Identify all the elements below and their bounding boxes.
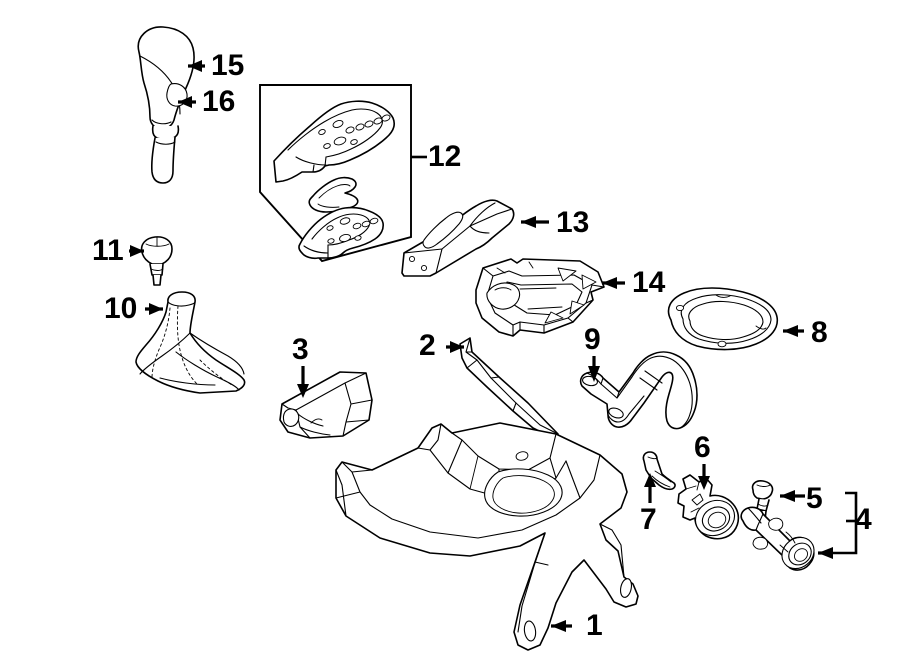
leader-8 bbox=[783, 325, 804, 337]
leader-6 bbox=[698, 464, 710, 490]
leader-16 bbox=[178, 96, 196, 108]
part-shift-indicator-panel-lower bbox=[298, 206, 384, 260]
leader-4-bracket bbox=[818, 491, 858, 559]
panel-group-box bbox=[259, 84, 412, 263]
part-shift-knob-automatic bbox=[137, 26, 195, 130]
callout-15: 15 bbox=[211, 49, 244, 82]
callout-14: 14 bbox=[632, 266, 666, 299]
part-retainer-clip bbox=[642, 451, 676, 491]
part-shift-indicator-panel-upper bbox=[273, 100, 395, 183]
callout-7: 7 bbox=[640, 503, 657, 536]
part-center-console-body bbox=[335, 422, 639, 651]
leader-15 bbox=[188, 60, 205, 72]
part-lighter-element bbox=[751, 480, 774, 521]
part-console-side-panel bbox=[401, 199, 515, 277]
callout-5: 5 bbox=[806, 482, 823, 515]
callout-6: 6 bbox=[694, 431, 711, 464]
callout-11: 11 bbox=[92, 234, 124, 267]
callout-9: 9 bbox=[584, 323, 601, 356]
part-shift-lever-boot bbox=[135, 291, 246, 394]
callout-1: 1 bbox=[586, 609, 603, 642]
part-shift-knob-manual bbox=[140, 236, 173, 286]
leader-13 bbox=[521, 216, 549, 228]
callout-10: 10 bbox=[104, 292, 137, 325]
callout-8: 8 bbox=[811, 316, 828, 349]
leader-1 bbox=[551, 620, 572, 632]
part-console-bracket-u bbox=[579, 351, 698, 430]
part-shift-gate-gasket bbox=[308, 176, 359, 213]
leader-10 bbox=[145, 303, 163, 315]
callout-3: 3 bbox=[292, 333, 309, 366]
part-shift-boot-bezel-gasket bbox=[667, 287, 779, 351]
leader-11 bbox=[129, 245, 144, 257]
callout-2: 2 bbox=[419, 329, 436, 362]
part-shift-knob-collar bbox=[150, 125, 180, 184]
leader-9 bbox=[588, 356, 600, 382]
part-power-outlet-socket bbox=[677, 474, 740, 540]
callout-4: 4 bbox=[855, 503, 872, 536]
leader-2 bbox=[446, 341, 464, 353]
leader-5 bbox=[780, 490, 805, 502]
leader-3 bbox=[297, 366, 309, 398]
part-shifter-housing-frame bbox=[475, 258, 605, 337]
leader-14 bbox=[602, 277, 625, 289]
part-console-front-cover bbox=[279, 371, 373, 439]
leader-7 bbox=[644, 473, 656, 503]
callout-12: 12 bbox=[428, 140, 461, 173]
callout-16: 16 bbox=[202, 85, 235, 118]
part-cigarette-lighter-assembly bbox=[740, 506, 815, 571]
callout-13: 13 bbox=[556, 206, 589, 239]
part-console-trim-strip bbox=[459, 337, 559, 438]
